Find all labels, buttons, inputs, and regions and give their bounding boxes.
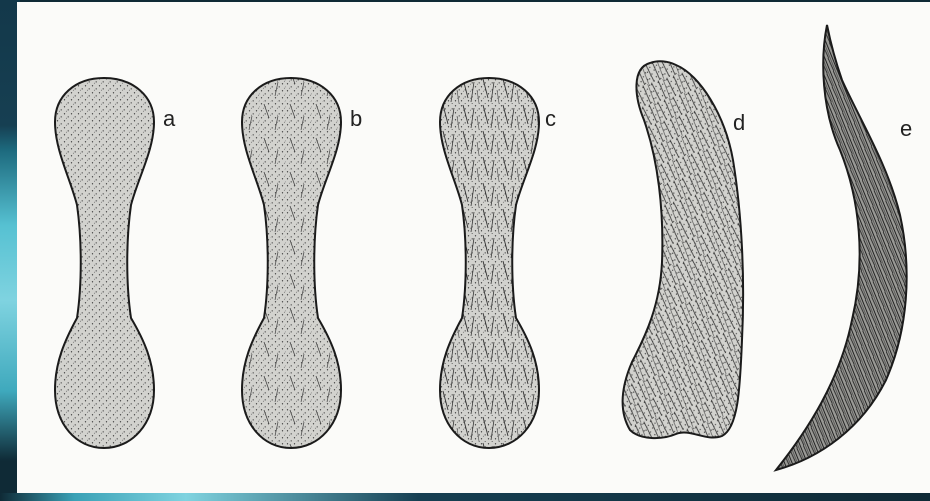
cell-shape-e <box>776 25 907 470</box>
cell-shape-d <box>623 61 744 438</box>
label-d: d <box>733 110 745 135</box>
label-b: b <box>350 106 362 131</box>
label-e: e <box>900 116 912 141</box>
cell-shape-a <box>55 78 154 448</box>
label-c: c <box>545 106 556 131</box>
cell-shape-b <box>242 78 341 448</box>
label-a: a <box>163 106 176 131</box>
cell-shape-c <box>440 78 539 448</box>
